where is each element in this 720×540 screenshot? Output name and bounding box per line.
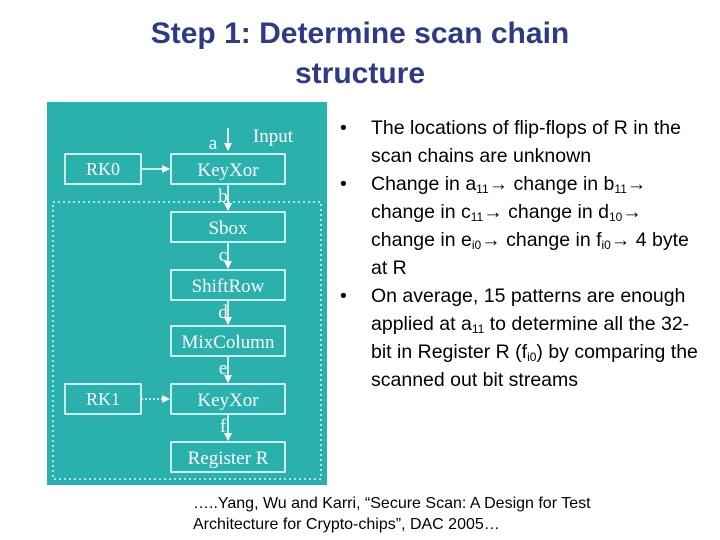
bullet-item-1: The locations of flip-flops of R in the …	[340, 114, 705, 170]
bullet-3-part-3: ) by comparing the scanned out bit strea…	[371, 341, 698, 391]
signal-label-d: d	[218, 302, 228, 323]
scan-region-border	[52, 201, 322, 480]
arrow-glyph: →	[488, 173, 509, 195]
bullet-2-part-6: change in f	[500, 229, 602, 251]
subscript: i0	[471, 238, 482, 252]
bullet-2-part-4: change in d	[502, 201, 609, 223]
arrow-glyph: →	[481, 229, 501, 251]
keyxor-label-1: KeyXor	[197, 160, 259, 181]
arrow-glyph: →	[610, 229, 631, 251]
mixcolumn-label: MixColumn	[182, 332, 275, 353]
arrow-glyph: →	[483, 201, 503, 223]
bullet-list: The locations of flip-flops of R in the …	[340, 114, 705, 394]
subscript: 11	[476, 182, 489, 196]
bullet-2-part-3: change in c	[371, 201, 471, 223]
register-r-label: Register R	[188, 448, 269, 469]
signal-label-e: e	[219, 358, 227, 379]
bullet-2-part-1: Change in a	[371, 173, 477, 195]
bullet-1-text: The locations of flip-flops of R in the …	[371, 117, 681, 167]
bullet-2-part-7: 4 byte at R	[371, 229, 689, 279]
title-line-1: Step 1: Determine scan chain	[150, 17, 570, 50]
reference-line-1: …..Yang, Wu and Karri, “Secure Scan: A D…	[193, 495, 591, 512]
arrow-glyph: →	[626, 173, 647, 195]
subscript: i0	[601, 238, 611, 252]
bullet-3-part-2: to determine all the 32-bit in Register …	[371, 313, 690, 363]
subscript: i0	[527, 350, 537, 364]
bullet-3-part-1: On average, 15 patterns are enough appli…	[371, 285, 686, 335]
subscript: 10	[608, 210, 623, 224]
arrow-glyph: →	[622, 201, 642, 223]
rk1-label: RK1	[86, 389, 120, 409]
signal-label-f: f	[220, 416, 227, 437]
reference-line-2: Architecture for Crypto-chips”, DAC 2005…	[193, 516, 500, 533]
signal-label-c: c	[219, 245, 227, 266]
bullet-2-part-2: change in b	[508, 173, 615, 195]
register-r-block	[170, 441, 286, 473]
slide-title: Step 1: Determine scan chain structure	[80, 14, 640, 94]
signal-label-b: b	[218, 186, 228, 207]
bullet-2-part-5: change in e	[371, 229, 472, 251]
sbox-label: Sbox	[208, 218, 248, 239]
bullet-item-2: Change in a11→ change in b11→ change in …	[340, 170, 705, 282]
title-line-2: structure	[294, 57, 426, 90]
keyxor-label-2: KeyXor	[197, 390, 259, 411]
subscript: 11	[614, 182, 627, 196]
aes-round-diagram: a Input RK0 KeyXor b Sbox c ShiftRow d M…	[47, 102, 327, 485]
bullet-item-3: On average, 15 patterns are enough appli…	[340, 282, 705, 394]
subscript: 11	[471, 322, 485, 336]
reference-citation: …..Yang, Wu and Karri, “Secure Scan: A D…	[193, 493, 713, 535]
shiftrow-label: ShiftRow	[192, 276, 265, 297]
signal-label-a: a	[209, 133, 218, 154]
subscript: 11	[470, 210, 484, 224]
input-label: Input	[253, 126, 294, 147]
diagram-background	[47, 102, 327, 485]
rk0-label: RK0	[86, 159, 120, 179]
